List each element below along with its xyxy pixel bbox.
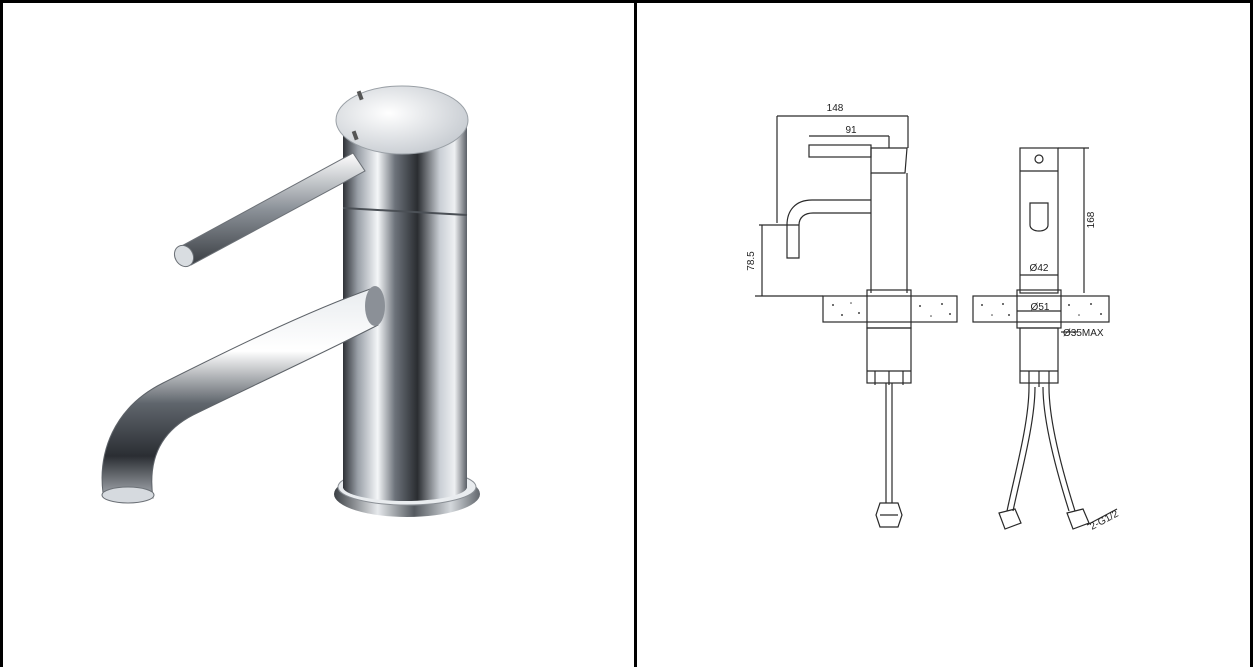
dim-label-78-5: 78.5 [746, 251, 757, 271]
faucet-spout [101, 287, 379, 499]
dim-label-148: 148 [827, 103, 844, 114]
product-photo-panel [3, 3, 634, 667]
faucet-lever [177, 152, 366, 266]
faucet-photo [101, 85, 480, 517]
table-divider [634, 0, 637, 667]
technical-drawing-panel: 148 91 78.5 168 Ø42 Ø51 Ø35MAX 2-G1/2 [637, 3, 1250, 667]
front-view-body [1019, 147, 1059, 294]
dim-label-91: 91 [845, 125, 857, 136]
dim-label-body-diameter: Ø42 [1030, 263, 1049, 274]
dim-label-hole-max: Ø35MAX [1063, 328, 1104, 339]
counter-top-side [822, 295, 958, 323]
dim-label-base-diameter: Ø51 [1031, 302, 1050, 313]
dim-label-168: 168 [1086, 211, 1097, 228]
dim-label-hose-thread: 2-G1/2 [1088, 508, 1121, 532]
technical-drawing: 148 91 78.5 168 Ø42 Ø51 Ø35MAX 2-G1/2 [746, 103, 1121, 533]
counter-top-front [972, 295, 1110, 323]
faucet-top-cap [335, 85, 469, 155]
